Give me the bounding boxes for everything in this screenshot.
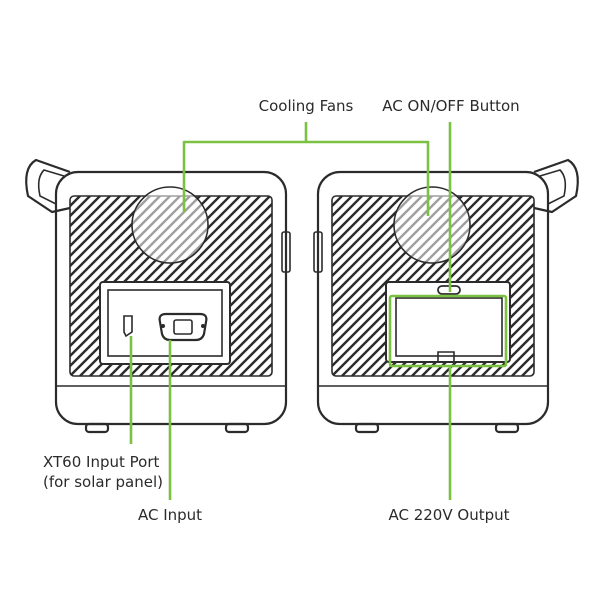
left-unit-handle <box>25 158 71 214</box>
vent-slat <box>332 196 383 376</box>
vent-slat <box>332 196 393 376</box>
ac-outlet-icon <box>437 351 455 362</box>
ac-button-label: AC ON/OFF Button <box>382 97 519 115</box>
right-unit-body <box>316 170 550 426</box>
ac-output-label: AC 220V Output <box>388 506 509 524</box>
cooling-fans-label: Cooling Fans <box>259 97 354 115</box>
ac-output-highlight <box>388 294 508 368</box>
vent-slat <box>70 196 141 376</box>
vent-slat <box>239 196 272 376</box>
vent-slat <box>332 196 373 376</box>
vent-slat <box>531 196 534 376</box>
vent-slat <box>70 196 71 376</box>
right-unit-handle <box>533 158 579 214</box>
fan-icon <box>131 186 209 264</box>
vent-slat <box>562 196 600 376</box>
fan-icon <box>393 186 471 264</box>
vent-slat <box>70 196 111 376</box>
vent-slat <box>70 196 81 376</box>
leader-lines <box>129 122 508 500</box>
iec-socket-icon <box>158 312 208 342</box>
vent-slat <box>542 196 600 376</box>
xt60-label-line2: (for solar panel) <box>43 473 163 491</box>
right-output-panel <box>385 281 511 363</box>
vent-slat <box>70 196 101 376</box>
vent-slat <box>70 196 161 376</box>
vent-slat <box>209 196 272 376</box>
vent-slat <box>572 196 600 376</box>
vent-slat <box>219 196 272 376</box>
vent-slat <box>332 196 423 376</box>
vent-slat <box>332 196 413 376</box>
vent-slat <box>70 196 131 376</box>
vent-slat <box>552 196 600 376</box>
vent-slat <box>70 196 121 376</box>
vent-slat <box>70 196 151 376</box>
vent-slat <box>501 196 534 376</box>
vent-slat <box>332 196 403 376</box>
left-port-panel <box>99 281 231 365</box>
xt60-label-line1: XT60 Input Port <box>43 453 159 471</box>
vent-slat <box>229 196 272 376</box>
vent-slat <box>481 196 534 376</box>
vent-slat <box>491 196 534 376</box>
right-unit <box>313 158 600 434</box>
xt60-port-icon <box>123 315 133 338</box>
vent-slat <box>592 196 600 376</box>
vent-slat <box>582 196 600 376</box>
ac-input-label: AC Input <box>138 506 202 524</box>
